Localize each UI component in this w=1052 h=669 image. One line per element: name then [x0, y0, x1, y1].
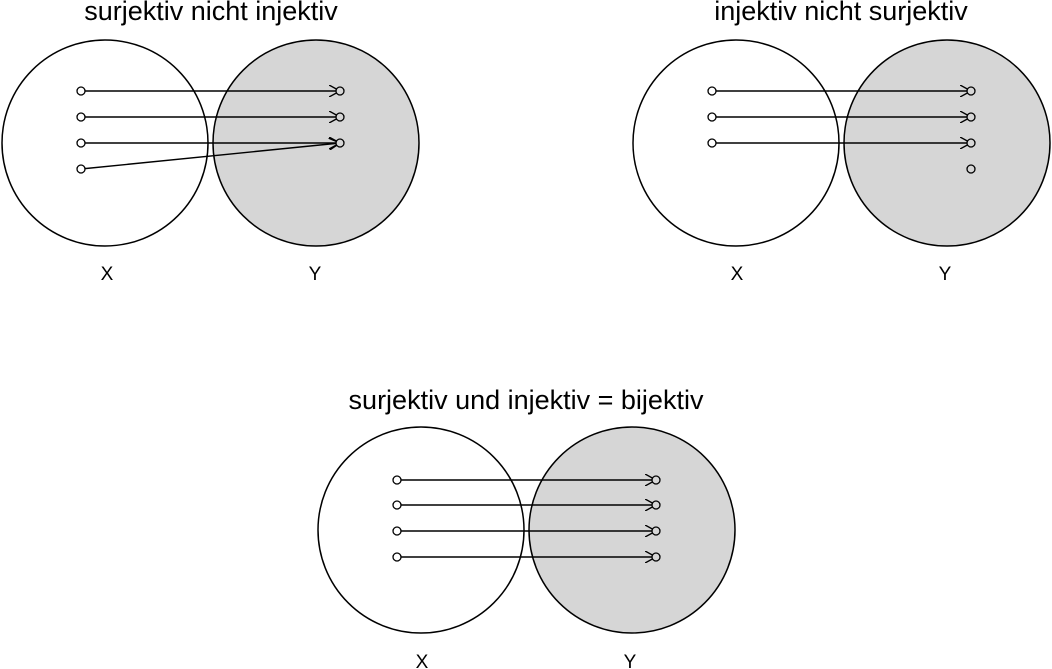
panel-content [1, 39, 420, 247]
codomain-element-point [966, 164, 976, 174]
panel-title: surjektiv nicht injektiv [84, 0, 338, 26]
domain-label: X [416, 652, 429, 669]
domain-label: X [101, 264, 114, 285]
domain-element-point [392, 526, 402, 536]
codomain-label: Y [309, 264, 322, 285]
panel-injective-not-surjective: injektiv nicht surjektiv X Y [632, 0, 1051, 285]
codomain-element-point [966, 138, 976, 148]
codomain-element-point [335, 86, 345, 96]
domain-element-point [707, 112, 717, 122]
domain-element-point [76, 112, 86, 122]
domain-label: X [731, 264, 744, 285]
codomain-element-point [966, 112, 976, 122]
codomain-element-point [651, 475, 661, 485]
domain-element-point [76, 164, 86, 174]
domain-element-point [392, 500, 402, 510]
codomain-element-point [335, 138, 345, 148]
codomain-element-point [651, 526, 661, 536]
domain-element-point [392, 552, 402, 562]
mapping-arrow [80, 143, 340, 170]
domain-element-point [392, 475, 402, 485]
codomain-element-point [651, 552, 661, 562]
domain-set-circle [317, 426, 525, 634]
panel-bijective: surjektiv und injektiv = bijektiv X Y [317, 385, 736, 669]
codomain-set-circle [528, 426, 736, 634]
domain-element-point [707, 138, 717, 148]
panel-content [632, 39, 1051, 247]
panel-content [317, 426, 736, 634]
codomain-element-point [335, 112, 345, 122]
codomain-element-point [651, 500, 661, 510]
codomain-label: Y [624, 652, 637, 669]
domain-element-point [76, 138, 86, 148]
panel-title: injektiv nicht surjektiv [714, 0, 968, 26]
panel-surjective-not-injective: surjektiv nicht injektiv X Y [1, 0, 420, 285]
domain-element-point [76, 86, 86, 96]
codomain-element-point [966, 86, 976, 96]
domain-element-point [707, 86, 717, 96]
panel-title: surjektiv und injektiv = bijektiv [349, 385, 704, 415]
codomain-label: Y [939, 264, 952, 285]
